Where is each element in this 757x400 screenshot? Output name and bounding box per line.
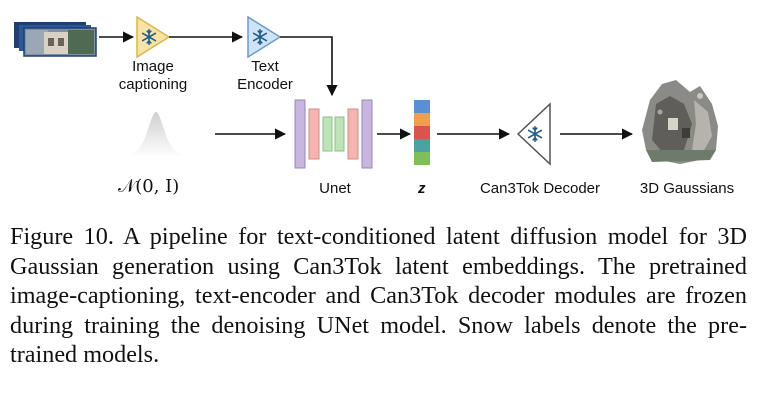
text-encoder-label-line1: Text (251, 58, 279, 75)
text-encoder-module (247, 15, 282, 59)
gaussian-scene-icon (642, 80, 718, 164)
gaussian-curve-icon (100, 112, 212, 158)
image-captioning-module (136, 15, 171, 59)
latent-embedding (414, 100, 430, 165)
output-label: 3D Gaussians (639, 180, 735, 197)
text-encoder-label: Text Encoder (230, 58, 300, 94)
figure-caption: Figure 10. A pipeline for text-condition… (10, 223, 747, 368)
image-captioning-label-line2: captioning (118, 76, 188, 93)
noise-distribution-label: 𝒩(0, I) (118, 176, 180, 197)
image-stack-icon (14, 22, 97, 57)
latent-label: z (418, 180, 426, 197)
text-encoder-label-line2: Encoder (237, 76, 293, 93)
can3tok-decoder-module (516, 102, 551, 166)
unet-module (294, 99, 373, 169)
image-captioning-label: Image captioning (118, 58, 188, 94)
unet-label: Unet (319, 180, 351, 197)
decoder-label: Can3Tok Decoder (479, 180, 601, 197)
pipeline-diagram (14, 15, 718, 169)
image-captioning-label-line1: Image (132, 58, 174, 75)
